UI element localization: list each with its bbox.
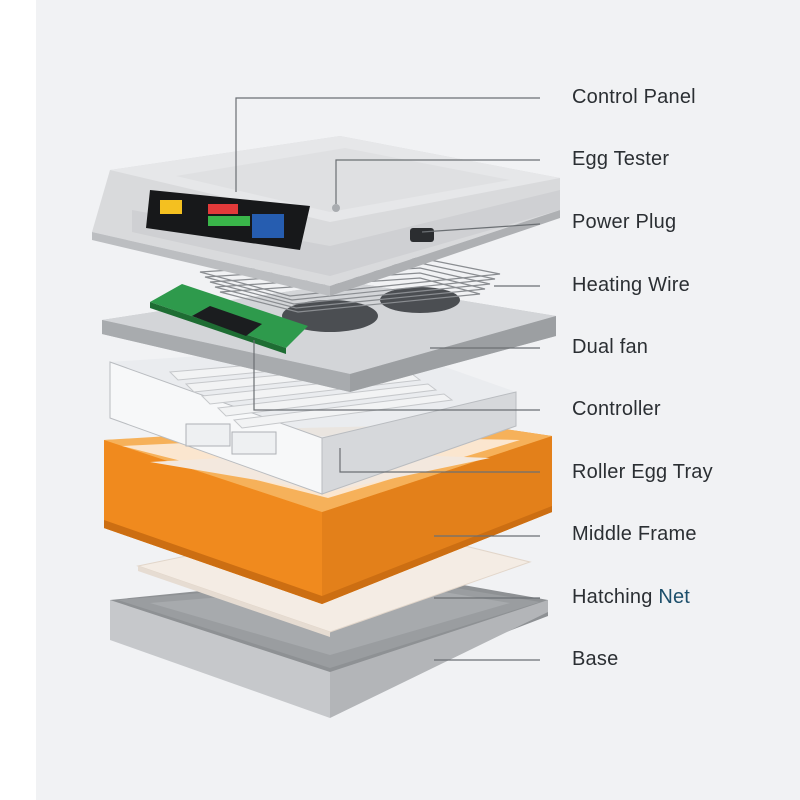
middle-frame-part [104, 424, 552, 604]
leader-control-panel [235, 97, 540, 192]
label-controller: Controller [572, 398, 661, 420]
controller-part [150, 284, 308, 354]
label-middle-frame: Middle Frame [572, 523, 697, 545]
label-roller-egg-tray: Roller Egg Tray [572, 461, 713, 483]
label-hatching-net-main: Hatching [572, 586, 653, 608]
label-egg-tester: Egg Tester [572, 148, 670, 170]
label-control-panel: Control Panel [572, 86, 696, 108]
leader-egg-tester [335, 159, 540, 204]
lid-part [92, 136, 560, 296]
leader-controller [253, 340, 540, 411]
leader-roller-egg-tray [339, 448, 540, 473]
label-dual-fan: Dual fan [572, 336, 649, 358]
label-power-plug: Power Plug [572, 211, 677, 233]
roller-egg-tray-part [109, 344, 517, 495]
leader-power-plug [421, 223, 541, 233]
label-hatching-net-accent: Net [658, 586, 691, 608]
leader-lines [235, 97, 541, 661]
label-base: Base [572, 648, 619, 670]
label-heating-wire: Heating Wire [572, 274, 690, 296]
label-hatching-net: Hatching Net [572, 586, 690, 609]
